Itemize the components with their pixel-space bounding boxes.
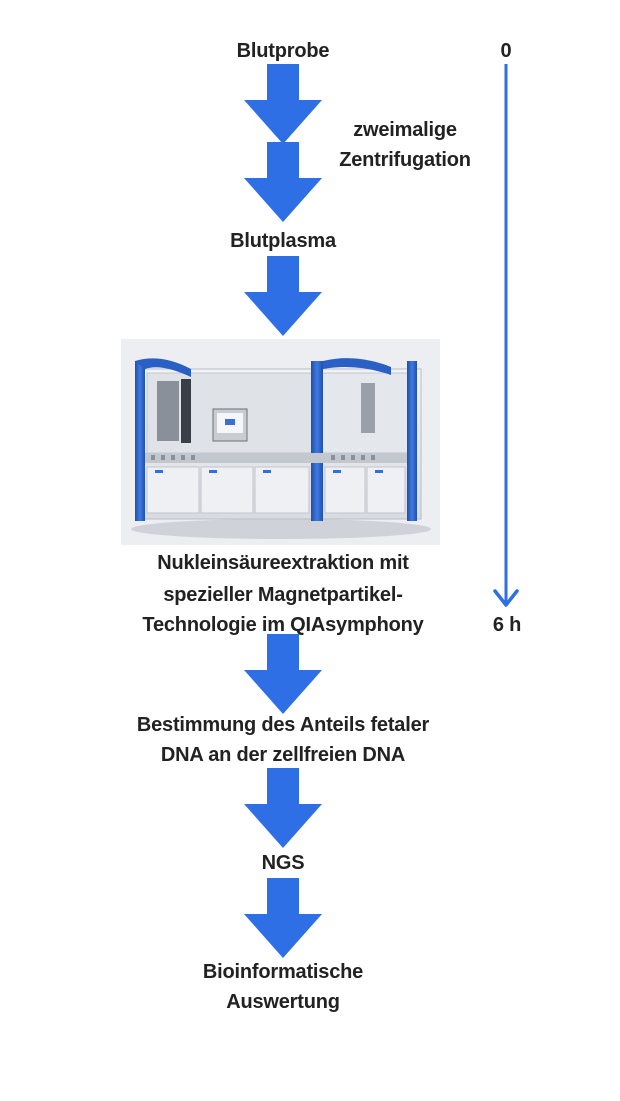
step-extraktion-line2: spezieller Magnetpartikel-	[163, 584, 403, 606]
flow-arrow	[243, 878, 323, 958]
timeline-arrow	[490, 64, 522, 610]
flow-arrow	[243, 256, 323, 336]
step-bioinfo-line2: Auswertung	[226, 991, 340, 1013]
flow-arrow	[243, 142, 323, 222]
step-zentrifugation-line1: zweimalige	[353, 119, 457, 141]
step-extraktion-line3: Technologie im QIAsymphony	[142, 614, 424, 636]
step-blutprobe: Blutprobe	[236, 40, 330, 62]
step-bestimmung-line1: Bestimmung des Anteils fetaler	[136, 714, 430, 736]
timeline-start-label: 0	[500, 40, 512, 62]
step-zentrifugation-line2: Zentrifugation	[339, 149, 471, 171]
step-ngs: NGS	[261, 852, 305, 874]
timeline-end-label: 6 h	[492, 614, 522, 636]
step-blutplasma: Blutplasma	[230, 230, 336, 252]
qiasymphony-instrument-image	[121, 339, 440, 545]
flow-arrow	[243, 768, 323, 848]
step-extraktion-line1: Nukleinsäureextraktion mit	[157, 552, 409, 574]
step-bioinfo-line1: Bioinformatische	[202, 961, 364, 983]
step-bestimmung-line2: DNA an der zellfreien DNA	[160, 744, 406, 766]
flow-arrow	[243, 634, 323, 714]
flow-arrow	[243, 64, 323, 144]
